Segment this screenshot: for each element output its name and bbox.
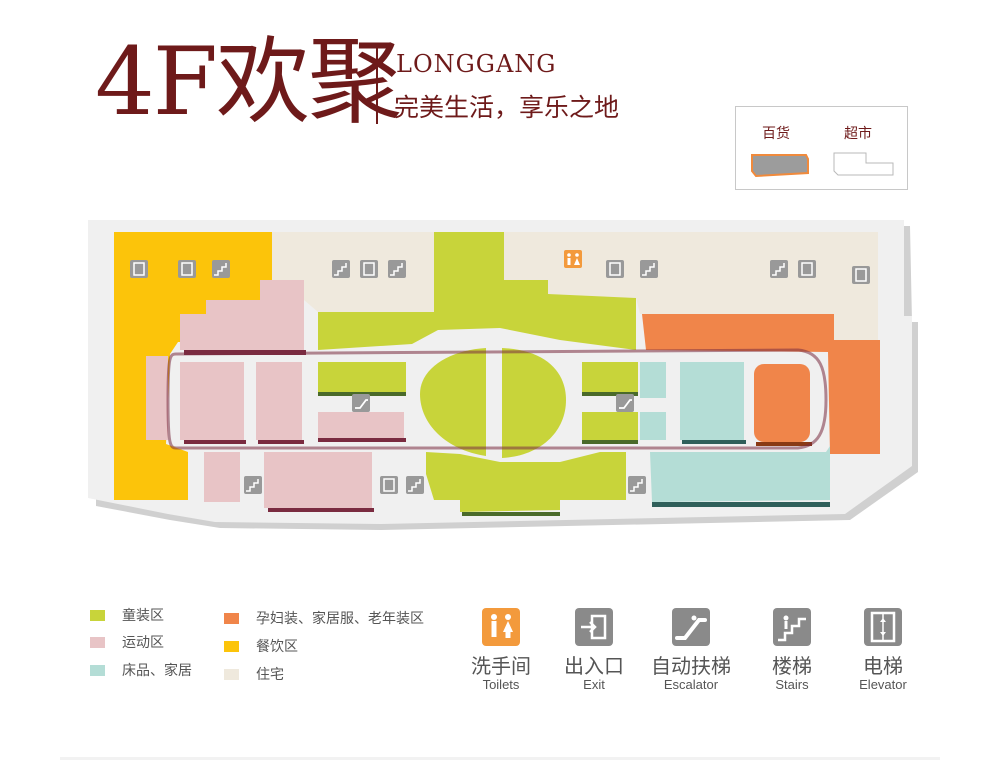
zone-sports-b [256, 362, 302, 440]
zone-bedding-bottom [650, 446, 830, 502]
map-elevator-icon [178, 260, 196, 278]
legend-exit: 出入口 Exit [549, 608, 639, 693]
building-key-inset: 百货 超市 [735, 106, 908, 190]
legend-symbol-en: Elevator [859, 677, 907, 692]
map-stairs-icon [628, 476, 646, 494]
zone-sports-e [264, 452, 372, 508]
map-stairs-icon [244, 476, 262, 494]
map-stairs-icon [212, 260, 230, 278]
map-escalator-icon [352, 394, 370, 412]
zone-kids-atrium-left [420, 348, 486, 456]
map-toilets-icon [564, 250, 582, 268]
zone-kids-bottom [426, 452, 626, 512]
zone-sports-c [318, 412, 404, 438]
map-stairs-icon [406, 476, 424, 494]
floor-title: 4F欢聚 [95, 28, 402, 137]
legend-swatch [90, 636, 105, 648]
elevator-icon [864, 608, 902, 646]
zone-maternity-unit [754, 364, 810, 442]
legend-escalator: 自动扶梯 Escalator [646, 608, 736, 693]
toilets-icon [482, 608, 520, 646]
map-elevator-icon [380, 476, 398, 494]
footer-divider [60, 757, 940, 760]
map-elevator-icon [606, 260, 624, 278]
legend-bedding: 床品、家居 [90, 660, 192, 680]
map-elevator-icon [360, 260, 378, 278]
legend-kids: 童装区 [90, 605, 164, 625]
supermarket-label: 超市 [844, 126, 872, 142]
legend-dining: 餐饮区 [224, 636, 298, 656]
legend-symbol-en: Exit [583, 677, 605, 692]
legend-symbol-cn: 楼梯 [772, 654, 812, 678]
legend-label: 运动区 [122, 635, 164, 651]
map-elevator-icon [798, 260, 816, 278]
location-name: LONGGANG [396, 50, 557, 78]
zone-kids-right-b [582, 412, 638, 440]
building-key-shapes [751, 152, 894, 178]
zone-kids-top [318, 232, 636, 350]
zone-bedding-c [680, 362, 744, 440]
legend-elevator: 电梯 Elevator [838, 608, 928, 693]
legend-label: 餐饮区 [256, 639, 298, 655]
zone-residential-top-right [504, 232, 878, 340]
corridor-ring [166, 348, 828, 450]
legend-stairs: 楼梯 Stairs [747, 608, 837, 693]
header-divider [376, 48, 378, 124]
department-store-shape [751, 154, 809, 178]
legend-label: 住宅 [256, 667, 284, 683]
legend-swatch [224, 612, 239, 624]
department-store-label: 百货 [762, 126, 790, 142]
escalator-icon [672, 608, 710, 646]
legend-symbol-en: Stairs [775, 677, 809, 692]
zone-sports-a [180, 362, 244, 440]
zone-kids-atrium-right [502, 348, 566, 458]
zone-sports-left [146, 356, 168, 440]
zone-bedding-a [640, 362, 666, 398]
zone-sports-top [180, 280, 304, 350]
map-stairs-icon [770, 260, 788, 278]
slogan: 完美生活，享乐之地 [394, 93, 620, 122]
supermarket-shape [833, 152, 894, 176]
map-elevator-icon [130, 260, 148, 278]
legend-sports: 运动区 [90, 632, 164, 652]
map-stairs-icon [388, 260, 406, 278]
legend-label: 童装区 [122, 608, 164, 624]
map-escalator-icon [616, 394, 634, 412]
legend-symbol-cn: 出入口 [564, 654, 624, 678]
map-stairs-icon [332, 260, 350, 278]
legend-residential: 住宅 [224, 664, 284, 684]
legend-swatch [224, 668, 239, 680]
legend-maternity: 孕妇装、家居服、老年装区 [224, 608, 424, 628]
legend-label: 孕妇装、家居服、老年装区 [256, 611, 424, 627]
legend-symbol-en: Escalator [663, 677, 719, 692]
map-stairs-icon [640, 260, 658, 278]
legend-swatch [224, 640, 239, 652]
zone-kids-right-a [582, 362, 638, 392]
legend-symbol-cn: 洗手间 [471, 654, 531, 678]
zone-kids-left [318, 362, 406, 392]
zone-maternity [642, 314, 880, 454]
legend-symbol-en: Toilets [482, 677, 520, 692]
map-elevator-icon [852, 266, 870, 284]
stairs-icon [773, 608, 811, 646]
exit-icon [575, 608, 613, 646]
floor-plan-map [88, 220, 918, 530]
legend-swatch [90, 609, 105, 621]
zone-sports-d [204, 452, 240, 502]
legend-toilets: 洗手间 Toilets [456, 608, 546, 693]
zone-residential-top-middle [272, 232, 434, 312]
legend-swatch [90, 664, 105, 676]
legend-symbol-cn: 电梯 [863, 654, 903, 678]
legend-label: 床品、家居 [122, 663, 192, 679]
zone-bedding-b [640, 412, 666, 440]
legend-symbol-cn: 自动扶梯 [651, 654, 731, 678]
